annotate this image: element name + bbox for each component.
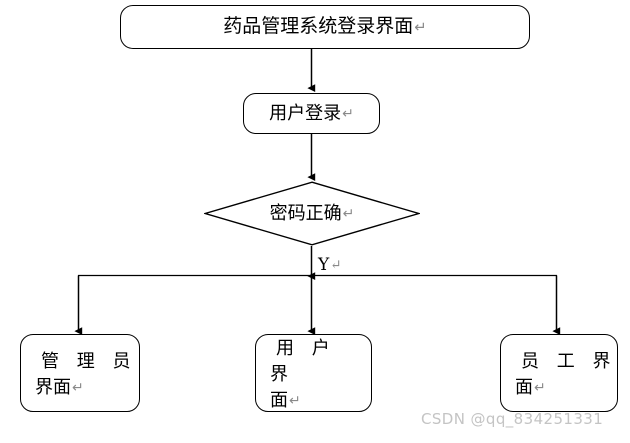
return-mark-icon: ↵	[342, 105, 354, 122]
node-staff-interface[interactable]: 员 工 界 面↵	[500, 334, 618, 412]
node-staff-interface-line2: 面	[515, 377, 533, 398]
node-staff-interface-text: 员 工 界 面↵	[501, 347, 617, 399]
return-mark-icon: ↵	[534, 380, 546, 397]
diamond-shape-icon	[204, 181, 420, 246]
node-login-screen-title-label: 药品管理系统登录界面	[223, 15, 414, 38]
node-admin-interface-line2: 界面	[35, 377, 71, 398]
branch-label-yes: Y↵	[318, 255, 341, 275]
node-user-login-label: 用户登录	[269, 102, 342, 124]
node-admin-interface-text: 管 理 员 界面↵	[21, 347, 139, 399]
node-user-login[interactable]: 用户登录↵	[243, 93, 380, 134]
node-admin-interface[interactable]: 管 理 员 界面↵	[20, 334, 140, 412]
node-user-interface-line2: 面	[270, 390, 288, 411]
node-user-interface-text: 用 户 界 面↵	[256, 334, 371, 412]
branch-label-yes-text: Y	[318, 255, 330, 275]
node-password-correct-decision[interactable]: 密码正确↵	[204, 181, 420, 246]
return-mark-icon: ↵	[330, 258, 342, 274]
watermark-text: CSDN @qq_834251331	[421, 410, 604, 428]
node-user-interface-line1: 用 户 界	[270, 338, 336, 385]
return-mark-icon: ↵	[289, 393, 301, 410]
node-login-screen-title[interactable]: 药品管理系统登录界面↵	[120, 5, 530, 49]
node-staff-interface-line1: 员 工 界	[521, 351, 617, 372]
return-mark-icon: ↵	[342, 205, 355, 222]
node-password-correct-label: 密码正确	[269, 202, 342, 224]
return-mark-icon: ↵	[414, 18, 427, 36]
return-mark-icon: ↵	[72, 380, 84, 397]
node-user-interface[interactable]: 用 户 界 面↵	[255, 334, 372, 412]
decision-text-wrap: 密码正确↵	[204, 181, 420, 246]
node-admin-interface-line1: 管 理 员	[41, 351, 137, 372]
